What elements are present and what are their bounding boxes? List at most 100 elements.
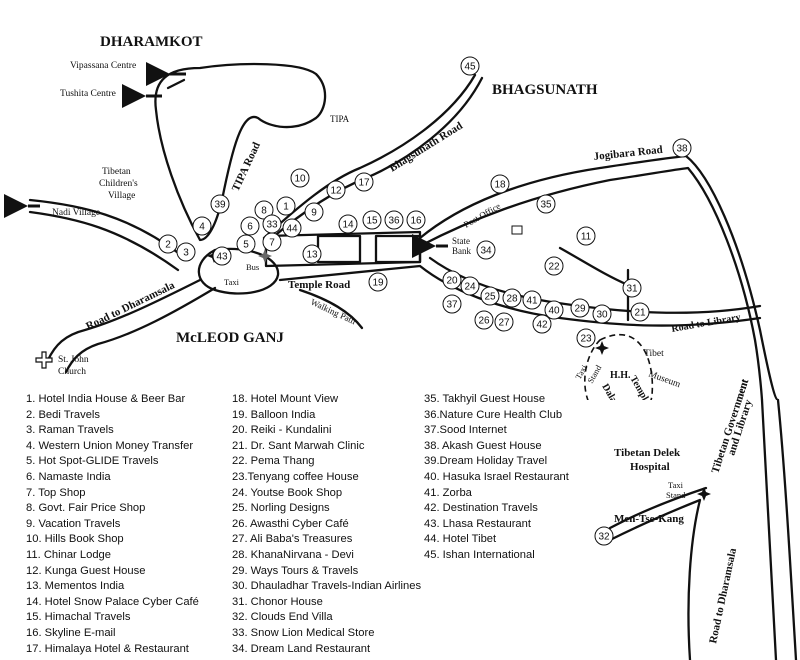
map-marker: 35 xyxy=(536,194,556,214)
map-marker: 18 xyxy=(490,174,510,194)
map-marker: 11 xyxy=(576,226,596,246)
svg-text:12: 12 xyxy=(330,186,342,197)
svg-text:31: 31 xyxy=(626,284,638,295)
map-marker: 45 xyxy=(460,56,480,76)
legend-item: 36.Nature Cure Health Club xyxy=(424,408,563,421)
label-taxi-stand2-1: Taxi xyxy=(668,480,684,490)
legend-item: 16. Skyline E-mail xyxy=(26,626,116,639)
legend-item: 6. Namaste India xyxy=(26,470,111,483)
label-men-tse-kang: Men-Tse-Kang xyxy=(614,513,684,525)
map-marker: 5 xyxy=(236,234,256,254)
legend-item: 25. Norling Designs xyxy=(232,502,330,515)
map-marker: 9 xyxy=(304,202,324,222)
legend-item: 1. Hotel India House & Beer Bar xyxy=(26,393,186,405)
legend-item: 13. Mementos India xyxy=(26,580,125,593)
map-marker: 34 xyxy=(476,240,496,260)
church-cross-icon xyxy=(35,351,53,369)
map-marker: 4 xyxy=(192,216,212,236)
svg-text:11: 11 xyxy=(581,232,592,243)
svg-text:6: 6 xyxy=(247,222,253,233)
legend-item: 4. Western Union Money Transfer xyxy=(26,439,194,452)
legend-item: 26. Awasthi Cyber Café xyxy=(232,517,349,530)
label-post-office: Post Office xyxy=(462,201,502,230)
svg-text:5: 5 xyxy=(243,240,249,251)
map-marker: 25 xyxy=(480,286,500,306)
map-marker: 17 xyxy=(354,172,374,192)
map-marker: 31 xyxy=(622,278,642,298)
label-tushita: Tushita Centre xyxy=(60,89,116,99)
legend-item: 45. Ishan International xyxy=(424,548,535,561)
svg-text:23: 23 xyxy=(580,334,592,345)
svg-text:9: 9 xyxy=(311,208,317,219)
svg-text:21: 21 xyxy=(634,308,646,319)
svg-text:16: 16 xyxy=(410,216,422,227)
legend-item: 44. Hotel Tibet xyxy=(424,533,497,546)
label-delek-2: Hospital xyxy=(630,461,670,473)
svg-text:19: 19 xyxy=(372,278,384,289)
legend-item: 10. Hills Book Shop xyxy=(26,533,124,546)
road-network xyxy=(28,62,780,400)
svg-text:2: 2 xyxy=(165,240,171,251)
map-marker: 20 xyxy=(442,270,462,290)
svg-text:26: 26 xyxy=(478,316,490,327)
svg-text:4: 4 xyxy=(199,222,205,233)
label-hh-1: H.H. xyxy=(610,370,631,381)
svg-text:15: 15 xyxy=(366,216,378,227)
svg-text:44: 44 xyxy=(286,224,298,235)
map-marker: 10 xyxy=(290,168,310,188)
map-marker: 19 xyxy=(368,272,388,292)
map-marker: 30 xyxy=(592,304,612,324)
label-hh-2: Dalai Lama xyxy=(599,382,634,400)
legend-item: 17. Himalaya Hotel & Restaurant xyxy=(26,642,189,655)
map-marker: 36 xyxy=(384,210,404,230)
legend-item: 24. Youtse Book Shop xyxy=(232,486,343,499)
svg-text:25: 25 xyxy=(484,292,496,303)
svg-text:13: 13 xyxy=(306,250,318,261)
label-taxi-stand-2: Stand xyxy=(585,363,604,385)
legend-item: 21. Dr. Sant Marwah Clinic xyxy=(232,439,365,452)
label-bus: Bus xyxy=(246,262,259,272)
map-marker: 29 xyxy=(570,298,590,318)
svg-text:10: 10 xyxy=(294,174,306,185)
label-delek-1: Tibetan Delek xyxy=(614,447,681,459)
legend-item: 9. Vacation Travels xyxy=(26,517,121,530)
map-marker: 6 xyxy=(240,216,260,236)
map-marker: 43 xyxy=(212,246,232,266)
legend-item: 28. KhanaNirvana - Devi xyxy=(232,548,354,561)
map-marker: 1 xyxy=(276,196,296,216)
post-office-icon xyxy=(511,225,523,235)
map-marker: 7 xyxy=(262,232,282,252)
svg-text:36: 36 xyxy=(388,216,400,227)
label-tibetan-government: Tibetan Government xyxy=(709,377,751,400)
label-state-bank-2: Bank xyxy=(452,246,471,256)
legend-item: 30. Dhauladhar Travels-Indian Airlines xyxy=(232,580,422,593)
map-marker: 44 xyxy=(282,218,302,238)
legend-item: 29. Ways Tours & Travels xyxy=(232,564,359,577)
svg-text:34: 34 xyxy=(480,246,492,257)
map-marker: 21 xyxy=(630,302,650,322)
svg-text:18: 18 xyxy=(494,180,506,191)
label-tibetan-village-2: Children's xyxy=(99,179,138,189)
town-map: DHARAMKOT BHAGSUNATH McLEOD GANJ Vipassa… xyxy=(3,34,780,400)
map-marker: 15 xyxy=(362,210,382,230)
legend-item: 43. Lhasa Restaurant xyxy=(424,517,531,530)
svg-text:20: 20 xyxy=(446,276,458,287)
map-marker: 28 xyxy=(502,288,522,308)
label-dharamkot: DHARAMKOT xyxy=(100,34,203,50)
map-marker: 3 xyxy=(176,242,196,262)
legend-item: 2. Bedi Travels xyxy=(26,408,100,421)
legend-item: 37.Sood Internet xyxy=(424,424,507,437)
svg-text:17: 17 xyxy=(358,178,370,189)
svg-text:32: 32 xyxy=(598,532,610,543)
legend-column-3: 35. Takhyil Guest House 36.Nature Cure H… xyxy=(424,392,569,564)
label-tibetan-village-3: Village xyxy=(108,191,135,201)
legend-item: 34. Dream Land Restaurant xyxy=(232,642,371,655)
map-markers: 1 2 3 4 5 6 7 8 9 10 11 12 13 14 15 16 1… xyxy=(158,56,692,348)
svg-text:30: 30 xyxy=(596,310,608,321)
legend-item: 8. Govt. Fair Price Shop xyxy=(26,502,146,515)
label-temple-road: Temple Road xyxy=(288,279,350,291)
map-marker: 41 xyxy=(522,290,542,310)
label-tibetan-village-1: Tibetan xyxy=(102,167,131,177)
svg-text:39: 39 xyxy=(214,200,226,211)
legend-item: 20. Reiki - Kundalini xyxy=(232,424,332,437)
